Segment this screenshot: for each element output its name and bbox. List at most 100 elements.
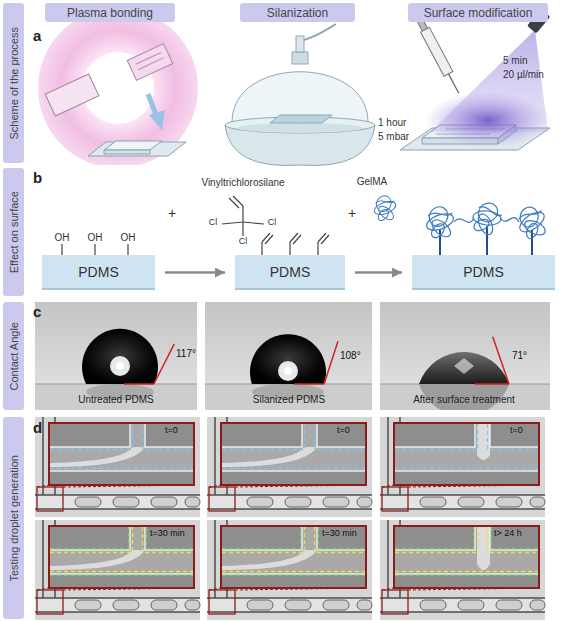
angle-value: 108° (340, 350, 361, 361)
uv-curing (424, 92, 552, 148)
contact-angle-photo (380, 302, 550, 410)
process-note: 20 µl/min (503, 69, 544, 80)
contact-angle-photo (493, 337, 509, 384)
contact-angle-photo (454, 358, 474, 374)
step-header: Surface modification (408, 3, 548, 22)
grafted-gelma (486, 226, 488, 255)
photo-caption: Untreated PDMS (78, 394, 154, 405)
row-band: Scheme of the process (3, 3, 24, 163)
contact-angle-photo (116, 362, 124, 370)
grafted-gelma (512, 200, 552, 243)
plasma-chamber (136, 52, 164, 69)
step-header: Plasma bonding (45, 3, 175, 22)
plus-sign: + (348, 206, 356, 221)
grafted-gelma (424, 195, 551, 255)
angle-value: 71° (512, 350, 527, 361)
node-text: PDMS (78, 264, 118, 280)
contact-angle-photo (35, 302, 197, 410)
plus-sign: + (168, 206, 176, 221)
chemical-group: Cl (268, 218, 277, 228)
micrograph (35, 417, 545, 620)
gelma-molecule (373, 193, 398, 222)
contact-angle-photo (35, 302, 197, 410)
time-stamp: t=0 (337, 426, 350, 436)
chemical-bond (243, 222, 264, 224)
uv-curing (421, 27, 453, 76)
contact-angle-photo (205, 302, 372, 410)
reagent-name: Vinyltrichlorosilane (201, 177, 284, 188)
plasma-chamber (104, 150, 150, 154)
node-text: PDMS (270, 264, 310, 280)
pdms-block: PDMS (235, 255, 345, 290)
desiccator (296, 36, 304, 52)
pdms-block: PDMS (412, 255, 555, 290)
contact-angle-photo (250, 334, 326, 384)
gelma-molecule (373, 193, 398, 222)
chemical-bond (317, 242, 318, 255)
plasma-chamber (45, 74, 99, 116)
node-text: Effect on surface (8, 191, 20, 273)
chemical-bond (61, 244, 62, 255)
process-note: 1 hour (378, 117, 406, 128)
plasma-chamber (127, 44, 173, 81)
plasma-chamber (104, 141, 162, 150)
grafted-gelma (465, 195, 509, 241)
micrograph (50, 527, 193, 576)
process-note: 5 mbar (378, 131, 409, 142)
node-text: PDMS (463, 264, 503, 280)
chemical-bond (127, 244, 128, 255)
panel-letter: d (33, 420, 42, 437)
desiccator (304, 24, 336, 40)
micrograph (395, 424, 538, 469)
micrograph (50, 424, 193, 469)
contact-angle-photo (124, 383, 154, 385)
chemical-bond (265, 235, 273, 244)
chemical-group: Cl (209, 218, 218, 228)
node-text: Testing droplet generation (8, 455, 20, 582)
desiccator (238, 123, 362, 133)
uv-curing (448, 74, 458, 93)
panel-letter: b (33, 170, 42, 187)
grafted-gelma (454, 218, 519, 223)
chemical-bond (242, 222, 243, 236)
row-band: Effect on surface (3, 168, 24, 296)
chemical-bond (242, 206, 243, 222)
micrograph (207, 520, 372, 620)
micrograph (380, 417, 545, 517)
contact-angle-photo (205, 302, 372, 410)
contact-angle-photo (82, 329, 158, 384)
row-band: Contact Angle (3, 302, 24, 410)
contact-angle-photo (35, 384, 197, 410)
time-stamp: t=30 min (322, 529, 357, 539)
chemical-bond (233, 196, 243, 206)
chemical-bond (261, 242, 262, 255)
step-header: Silanization (240, 3, 355, 22)
chemical-group: OH (88, 232, 103, 243)
time-stamp: t=0 (510, 426, 523, 436)
contact-angle-photo (419, 352, 509, 384)
photo-caption: Silanized PDMS (253, 394, 325, 405)
desiccator (225, 24, 375, 166)
contact-angle-photo (205, 384, 372, 410)
panel-letter: c (33, 304, 41, 321)
plasma-chamber (38, 22, 198, 165)
flow-arrow (165, 271, 225, 274)
time-stamp: t=30 min (150, 529, 185, 539)
photo-caption: After surface treatment (413, 394, 515, 405)
chemical-group: OH (121, 232, 136, 243)
chemical-bond (293, 235, 301, 244)
chemical-bond (94, 244, 95, 255)
desiccator (232, 72, 368, 122)
contact-angle-photo (294, 383, 324, 385)
node-text: Plasma bonding (67, 6, 153, 20)
contact-angle-photo (475, 383, 509, 385)
node-text: Scheme of the process (8, 27, 20, 140)
contact-angle-photo (278, 361, 298, 381)
node-text: Silanization (267, 6, 328, 20)
chemical-bond (62, 196, 329, 255)
desiccator (292, 52, 308, 64)
micrograph (207, 417, 372, 517)
plasma-chamber (38, 8, 198, 168)
chemical-group: OH (55, 232, 70, 243)
